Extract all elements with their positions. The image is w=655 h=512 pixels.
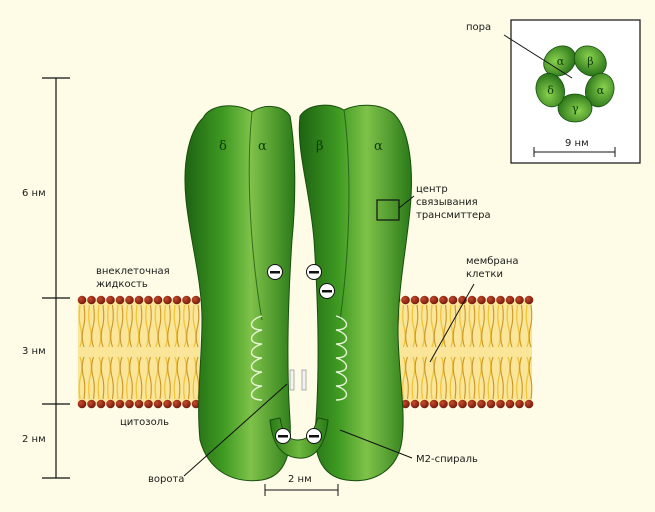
lipid-head: [144, 400, 153, 409]
pore-label: пора: [466, 22, 491, 33]
receptor-channel: [185, 105, 411, 480]
subunit-label-beta: β: [316, 139, 324, 154]
lipid-head: [163, 296, 172, 305]
scale-bar: [42, 78, 70, 478]
lipid-head: [515, 296, 524, 305]
width-label: 2 нм: [288, 474, 312, 485]
width-bracket: [265, 484, 338, 496]
lipid-head: [525, 400, 534, 409]
lipid-head: [439, 400, 448, 409]
charge-5: [307, 429, 322, 444]
extracellular-label-2: жидкость: [96, 279, 148, 290]
inset-subunit-label: α: [557, 55, 565, 68]
lipid-head: [173, 400, 182, 409]
lipid-head: [116, 296, 125, 305]
inset-subunit-label: α: [597, 84, 605, 97]
inset-subunit-label: γ: [572, 102, 579, 115]
lipid-head: [449, 400, 458, 409]
lipid-head: [477, 296, 486, 305]
lipid-head: [420, 400, 429, 409]
charge-1: [268, 265, 283, 280]
lipid-head: [411, 296, 420, 305]
lipid-head: [439, 296, 448, 305]
lipid-head: [458, 400, 467, 409]
lipid-head: [106, 296, 115, 305]
lipid-head: [506, 400, 515, 409]
charge-4: [276, 429, 291, 444]
lipid-head: [515, 400, 524, 409]
lipid-head: [192, 296, 201, 305]
lipid-head: [182, 296, 191, 305]
lipid-head: [496, 400, 505, 409]
subunit-label-alpha-1: α: [258, 139, 267, 154]
lipid-head: [468, 400, 477, 409]
extracellular-label: внеклеточная: [96, 266, 170, 277]
inset-size-label: 9 нм: [565, 138, 589, 149]
lipid-head: [125, 400, 134, 409]
lipid-head: [420, 296, 429, 305]
m2-label: M2-спираль: [416, 454, 478, 465]
cytosol-label: цитозоль: [120, 417, 169, 428]
lipid-head: [449, 296, 458, 305]
lipid-head: [154, 400, 163, 409]
membrane-label: мембрана: [466, 256, 519, 267]
lipid-head: [525, 296, 534, 305]
gate-label: ворота: [148, 474, 184, 485]
inset-subunit-label: β: [587, 55, 593, 68]
lipid-head: [97, 296, 106, 305]
lipid-head: [401, 296, 410, 305]
lipid-head: [182, 400, 191, 409]
lipid-head: [468, 296, 477, 305]
lipid-head: [506, 296, 515, 305]
lipid-bilayer: [78, 296, 534, 409]
binding-site-label-2: связывания: [416, 197, 478, 208]
lipid-head: [173, 296, 182, 305]
scale-label-6nm: 6 нм: [22, 188, 46, 199]
lipid-head: [87, 296, 96, 305]
scale-label-2nm: 2 нм: [22, 434, 46, 445]
lipid-head: [87, 400, 96, 409]
lipid-head: [411, 400, 420, 409]
lipid-head: [125, 296, 134, 305]
inset-subunit-label: δ: [547, 84, 554, 97]
lipid-head: [496, 296, 505, 305]
binding-site-label: центр: [416, 184, 448, 195]
lipid-head: [135, 400, 144, 409]
lipid-head: [487, 400, 496, 409]
gate-bar-right: [302, 370, 306, 390]
lipid-head: [116, 400, 125, 409]
lipid-head: [163, 400, 172, 409]
gate-bar-left: [290, 370, 294, 390]
subunit-label-alpha-2: α: [374, 139, 383, 154]
lipid-head: [430, 296, 439, 305]
binding-site-label-3: трансмиттера: [416, 210, 491, 221]
lipid-head: [97, 400, 106, 409]
lipid-head: [78, 296, 87, 305]
lipid-head: [430, 400, 439, 409]
lipid-head: [487, 296, 496, 305]
scale-label-3nm: 3 нм: [22, 346, 46, 357]
lipid-head: [477, 400, 486, 409]
lipid-head: [154, 296, 163, 305]
lipid-head: [78, 400, 87, 409]
lipid-head: [135, 296, 144, 305]
charge-2: [307, 265, 322, 280]
membrane-label-2: клетки: [466, 269, 503, 280]
lipid-head: [106, 400, 115, 409]
lipid-head: [144, 296, 153, 305]
subunit-label-delta: δ: [219, 139, 227, 154]
charge-3: [320, 284, 335, 299]
